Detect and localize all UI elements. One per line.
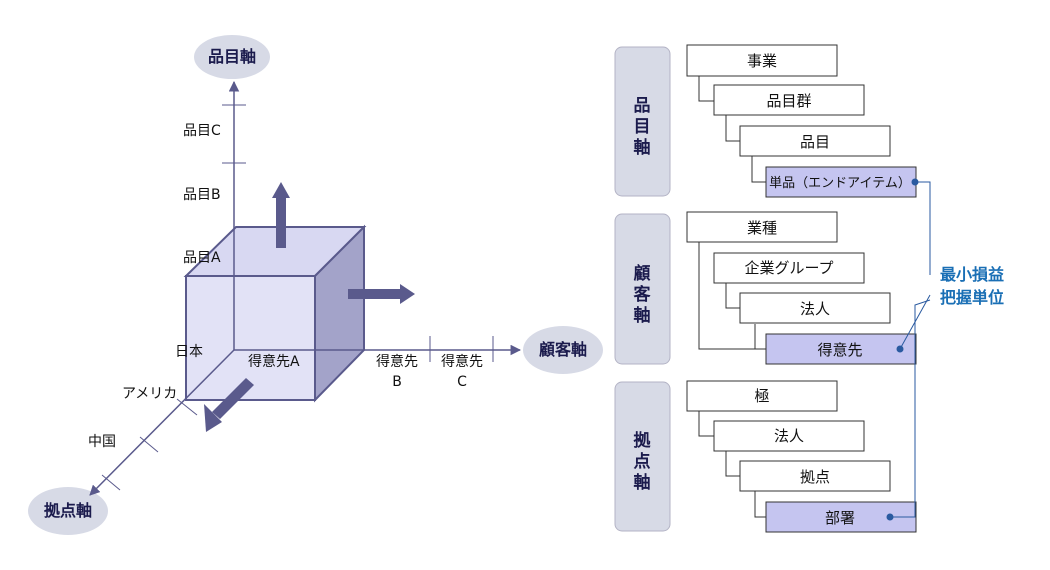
panel-customer-label-1: 顧 — [634, 263, 651, 284]
callout-dot — [886, 513, 894, 521]
panel-customer-label-3: 軸 — [634, 305, 651, 326]
item-tick-label-a: 品目A — [183, 250, 221, 266]
callout-dot — [896, 345, 904, 353]
down-left-arrow-icon — [204, 378, 254, 432]
note-line-2: 把握単位 — [940, 288, 1004, 307]
hierarchy-box-label: 法人 — [774, 427, 804, 445]
right-arrow-icon — [348, 284, 415, 304]
hierarchy-box-label: 拠点 — [800, 468, 830, 486]
customer-tick-label-b2: B — [392, 374, 402, 390]
panel-item-label-3: 軸 — [634, 137, 651, 158]
hierarchy-box-label: 法人 — [800, 300, 830, 318]
base-tick — [176, 398, 198, 416]
panel-item-label-1: 品 — [634, 96, 651, 116]
hierarchy-box — [713, 252, 865, 284]
callout-dot — [911, 178, 919, 186]
base-axis-line — [89, 349, 235, 496]
note-callout-lines — [890, 181, 931, 518]
hierarchy-box — [739, 460, 891, 492]
hierarchy-box-label: 単品（エンドアイテム） — [769, 175, 911, 191]
hierarchy-box-label: 業種 — [747, 219, 777, 237]
base-tick — [139, 436, 159, 453]
panel-item-label-2: 目 — [634, 117, 651, 137]
hierarchy-box-highlight — [765, 333, 917, 365]
base-axis-ellipse — [28, 487, 108, 535]
panel-base-label-2: 点 — [634, 451, 651, 472]
customer-axis-ellipse — [523, 326, 603, 374]
customer-tick-label-c2: C — [457, 374, 467, 390]
hierarchy-box-label: 得意先 — [817, 341, 862, 359]
hierarchy-box — [713, 84, 865, 116]
panel-customer-label-2: 客 — [633, 284, 652, 305]
panel-base-label-box — [614, 381, 671, 532]
hierarchy-box — [686, 380, 838, 412]
item-axis-label: 品目軸 — [208, 47, 256, 66]
panel-base-label-1: 拠 — [634, 430, 652, 451]
cube-front-face — [185, 275, 316, 401]
base-tick-label-america: アメリカ — [122, 386, 177, 402]
hierarchy-box — [739, 292, 891, 324]
hierarchy-box-label: 極 — [754, 387, 769, 405]
panel-base-label-3: 軸 — [634, 472, 651, 493]
hierarchy-box — [686, 44, 838, 77]
hierarchy-box-label: 品目群 — [766, 92, 811, 110]
item-tick-label-c: 品目C — [183, 123, 221, 139]
hierarchy-box-label: 事業 — [747, 52, 777, 70]
up-arrow-icon — [272, 182, 290, 248]
base-tick — [101, 474, 121, 491]
hierarchy-diagram: 品 目 軸 事業 品目群 品目 単品（エンドアイテム） 顧 客 軸 業種 企業グ… — [614, 44, 1004, 533]
panel-item-connectors — [698, 76, 766, 183]
panel-item-label-box — [614, 46, 671, 197]
base-axis-label: 拠点軸 — [44, 501, 92, 520]
hierarchy-box-label: 品目 — [800, 133, 830, 151]
hierarchy-box — [713, 420, 865, 452]
customer-tick-label-a: 得意先A — [248, 353, 300, 370]
hierarchy-box-label: 部署 — [825, 509, 855, 527]
hierarchy-box — [686, 211, 838, 243]
customer-axis-label: 顧客軸 — [539, 340, 587, 359]
base-tick-label-japan: 日本 — [175, 344, 203, 360]
customer-tick-label-c1: 得意先 — [441, 353, 483, 370]
item-tick-label-b: 品目B — [183, 187, 221, 203]
item-axis-ellipse — [194, 35, 270, 79]
panel-customer-connectors — [698, 242, 766, 350]
cube-diagram: 品目軸 顧客軸 拠点軸 品目C 品目B 品目A 得意先A 得意先 B 得意先 C… — [28, 35, 603, 535]
panel-base-connectors — [698, 411, 766, 518]
hierarchy-box-label: 企業グループ — [744, 259, 833, 277]
panel-customer-label-box — [614, 213, 671, 365]
base-tick-label-china: 中国 — [88, 434, 116, 450]
note-line-1: 最小損益 — [940, 265, 1004, 284]
hierarchy-box — [739, 125, 891, 157]
customer-tick-label-b1: 得意先 — [376, 353, 418, 370]
